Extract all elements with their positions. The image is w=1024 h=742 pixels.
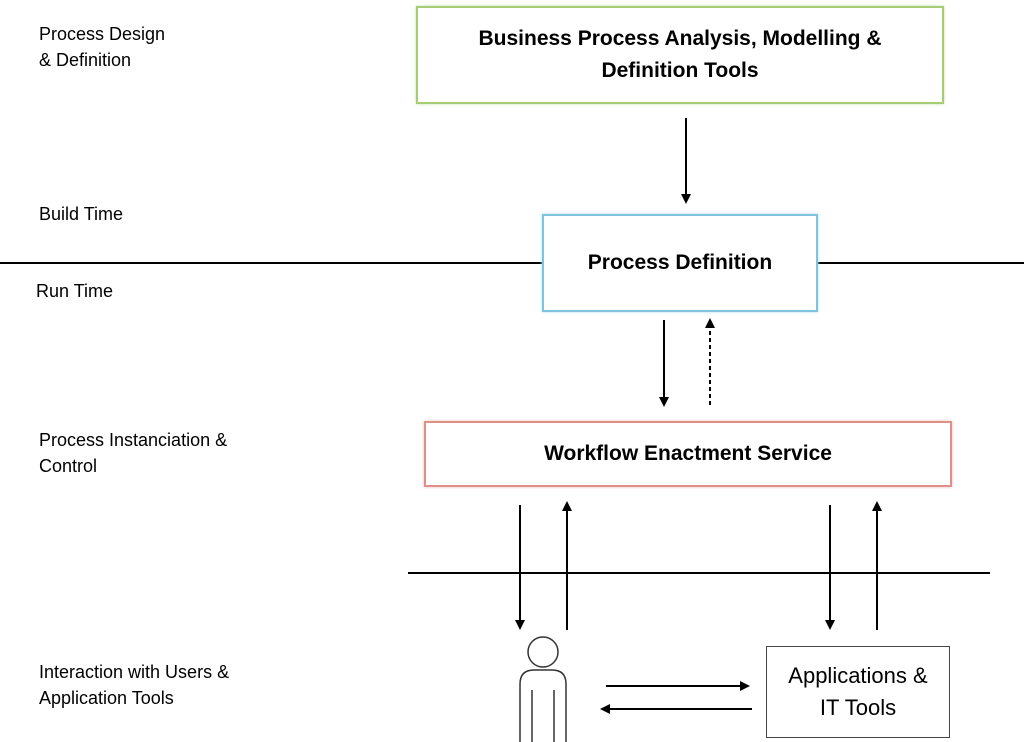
applications-box: Applications & IT Tools	[766, 646, 950, 738]
label-interaction: Interaction with Users & Application Too…	[39, 662, 230, 708]
process-definition-box: Process Definition	[542, 214, 818, 312]
label-build-time: Build Time	[39, 204, 124, 224]
label-process-design: Process Design & Definition	[39, 24, 166, 70]
person-outline-icon	[519, 636, 567, 742]
label-run-time: Run Time	[36, 281, 114, 301]
label-process-instanciation: Process Instanciation & Control	[39, 430, 228, 476]
bpa-tools-box: Business Process Analysis, Modelling & D…	[416, 6, 944, 104]
workflow-enactment-box: Workflow Enactment Service	[424, 421, 952, 487]
